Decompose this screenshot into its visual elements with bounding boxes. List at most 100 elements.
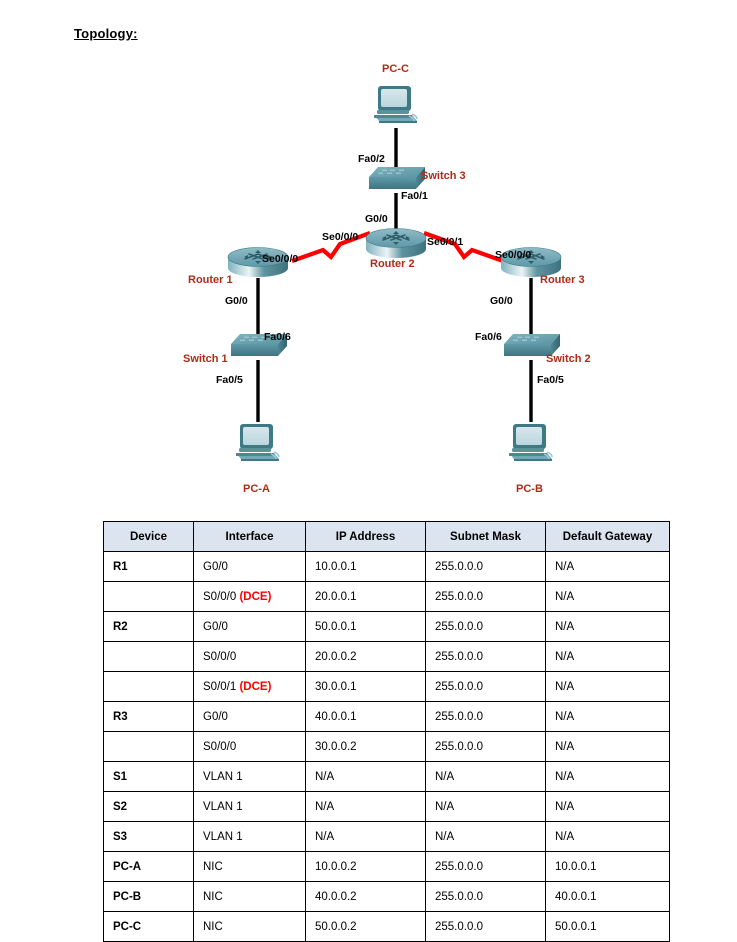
cell-device [103, 671, 194, 702]
cell-interface: G0/0 [193, 611, 306, 642]
interface-name: VLAN 1 [203, 800, 243, 813]
column-header-interface: Interface [193, 521, 306, 552]
cell-subnet-mask: 255.0.0.0 [425, 881, 546, 912]
dce-marker: (DCE) [239, 590, 272, 603]
cell-default-gateway: 10.0.0.1 [545, 851, 670, 882]
interface-label-router1-g0-0: G0/0 [225, 295, 248, 307]
link-router2-router3-serial [423, 231, 504, 263]
cell-default-gateway: 50.0.0.1 [545, 911, 670, 942]
column-header-subnet-mask: Subnet Mask [425, 521, 546, 552]
dce-marker: (DCE) [239, 680, 272, 693]
cell-default-gateway: N/A [545, 821, 670, 852]
cell-ip-address: 40.0.0.2 [305, 881, 426, 912]
cell-device [103, 731, 194, 762]
interface-label-router2-se0-0-0: Se0/0/0 [322, 231, 359, 243]
cell-ip-address: 50.0.0.1 [305, 611, 426, 642]
cell-interface: NIC [193, 851, 306, 882]
device-label-pc-c: PC-C [382, 63, 409, 75]
link-router1-router2-serial [291, 231, 371, 263]
cell-ip-address: N/A [305, 821, 426, 852]
cell-subnet-mask: 255.0.0.0 [425, 611, 546, 642]
topology-canvas [227, 85, 562, 462]
device-label-router-3: Router 3 [540, 274, 585, 286]
interface-name: VLAN 1 [203, 770, 243, 783]
cell-device: S3 [103, 821, 194, 852]
pc-c-icon [373, 85, 418, 124]
interface-label-router1-se0-0-0: Se0/0/0 [262, 253, 299, 265]
interface-label-router2-g0-0: G0/0 [365, 213, 388, 225]
cell-interface: G0/0 [193, 701, 306, 732]
cell-subnet-mask: 255.0.0.0 [425, 671, 546, 702]
cell-subnet-mask: N/A [425, 761, 546, 792]
table-header-row: Device Interface IP Address Subnet Mask … [103, 521, 670, 552]
cell-device: R2 [103, 611, 194, 642]
cell-device [103, 581, 194, 612]
cell-default-gateway: N/A [545, 581, 670, 612]
cell-default-gateway: N/A [545, 791, 670, 822]
cell-subnet-mask: 255.0.0.0 [425, 641, 546, 672]
device-label-router-1: Router 1 [188, 274, 233, 286]
cell-interface: VLAN 1 [193, 791, 306, 822]
interface-label-switch1-fa0-5: Fa0/5 [216, 374, 243, 386]
interface-label-router2-se0-0-1: Se0/0/1 [427, 236, 464, 248]
cell-subnet-mask: 255.0.0.0 [425, 731, 546, 762]
cell-subnet-mask: 255.0.0.0 [425, 551, 546, 582]
cell-default-gateway: N/A [545, 701, 670, 732]
cell-ip-address: 40.0.0.1 [305, 701, 426, 732]
interface-label-router3-se0-0-0: Se0/0/0 [495, 249, 532, 261]
cell-ip-address: 30.0.0.1 [305, 671, 426, 702]
column-header-device: Device [103, 521, 194, 552]
cell-ip-address: N/A [305, 761, 426, 792]
interface-name: VLAN 1 [203, 830, 243, 843]
column-header-default-gateway: Default Gateway [545, 521, 670, 552]
cell-default-gateway: N/A [545, 671, 670, 702]
cell-interface: NIC [193, 881, 306, 912]
interface-name: S0/0/0 [203, 650, 237, 663]
cell-ip-address: 10.0.0.1 [305, 551, 426, 582]
router-2-icon [365, 227, 427, 259]
interface-label-router3-g0-0: G0/0 [490, 295, 513, 307]
device-label-switch-2: Switch 2 [546, 353, 591, 365]
cell-default-gateway: N/A [545, 731, 670, 762]
cell-subnet-mask: 255.0.0.0 [425, 911, 546, 942]
cell-interface: S0/0/0 [193, 731, 306, 762]
cell-ip-address: 20.0.0.1 [305, 581, 426, 612]
cell-interface: S0/0/0 [193, 641, 306, 672]
cell-device: PC-B [103, 881, 194, 912]
cell-ip-address: 10.0.0.2 [305, 851, 426, 882]
cell-subnet-mask: 255.0.0.0 [425, 701, 546, 732]
interface-name: S0/0/0 [203, 590, 237, 603]
cell-subnet-mask: N/A [425, 791, 546, 822]
interface-label-switch1-fa0-6: Fa0/6 [264, 331, 291, 343]
cell-ip-address: 50.0.0.2 [305, 911, 426, 942]
interface-name: S0/0/1 [203, 680, 237, 693]
cell-ip-address: 20.0.0.2 [305, 641, 426, 672]
cell-default-gateway: N/A [545, 611, 670, 642]
cell-default-gateway: N/A [545, 551, 670, 582]
interface-name: G0/0 [203, 560, 228, 573]
device-label-pc-a: PC-A [243, 483, 270, 495]
device-label-router-2: Router 2 [370, 258, 415, 270]
cell-interface: VLAN 1 [193, 821, 306, 852]
page-title: Topology: [74, 26, 138, 41]
interface-name: G0/0 [203, 620, 228, 633]
cell-subnet-mask: N/A [425, 821, 546, 852]
cell-ip-address: N/A [305, 791, 426, 822]
interface-name: S0/0/0 [203, 740, 237, 753]
cell-ip-address: 30.0.0.2 [305, 731, 426, 762]
cell-interface: S0/0/1 (DCE) [193, 671, 306, 702]
pc-a-icon [235, 423, 280, 462]
